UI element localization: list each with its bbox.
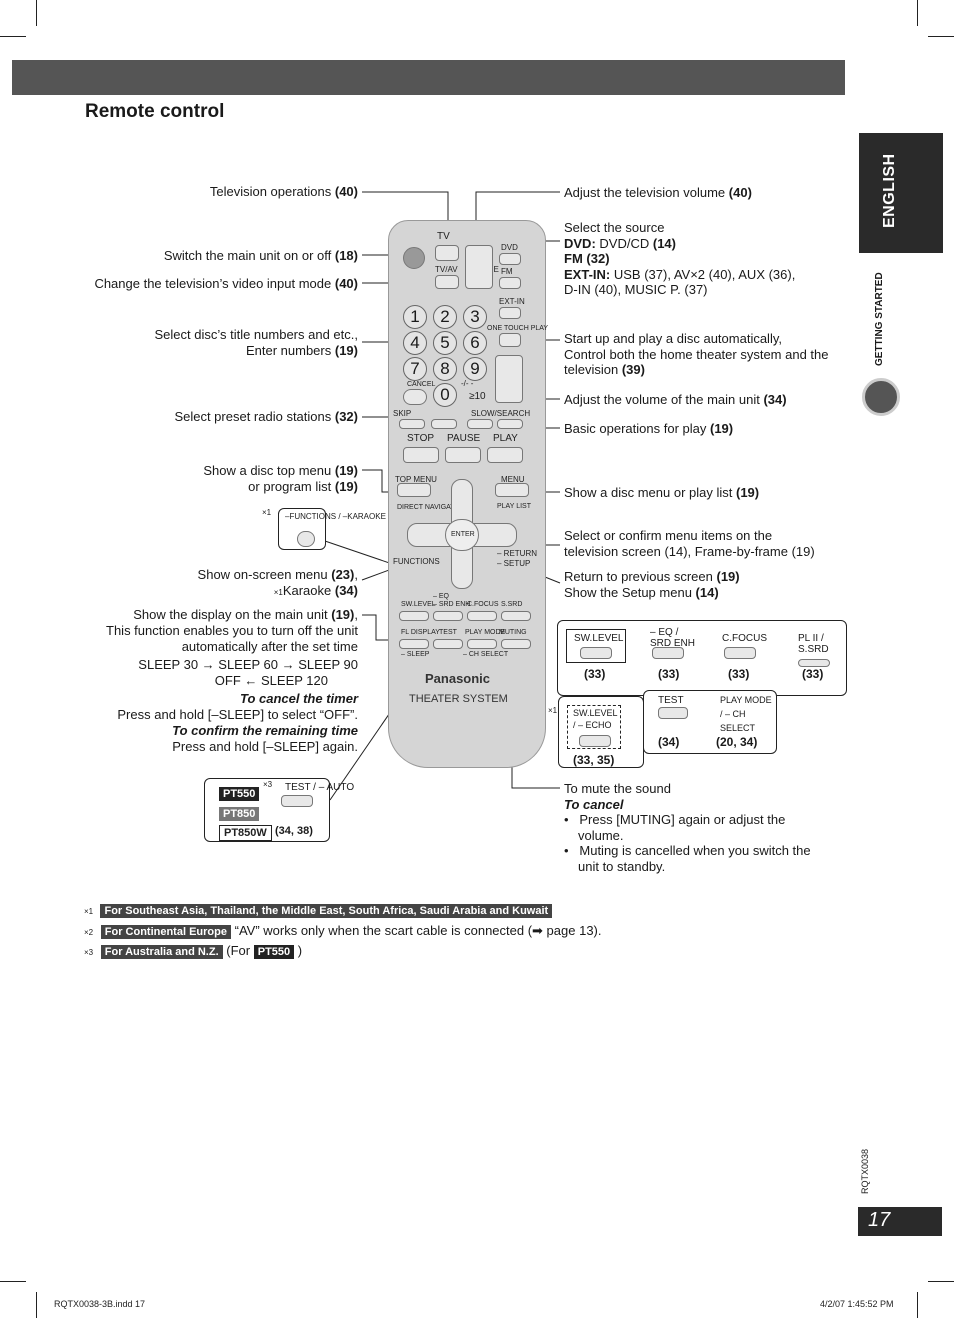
label-preset: Select preset radio stations (32) [174,409,358,424]
sw-level-button[interactable] [399,611,429,621]
slow-back-button[interactable] [467,419,493,429]
digit-6-button[interactable]: 6 [463,331,487,355]
skip-back-button[interactable] [399,419,425,429]
power-button[interactable] [403,247,425,269]
header-bar [12,60,845,95]
label-volume: Adjust the volume of the main unit (34) [564,392,787,407]
remote-icon [862,378,900,416]
label-muting: To mute the sound To cancel • Press [MUT… [564,781,811,874]
echo-inset: SW.LEVEL / – ECHO (33, 35) [558,696,644,768]
functions-inset: –FUNCTIONS / –KARAOKE [278,508,386,550]
label-return: Return to previous screen (19)Show the S… [564,569,740,600]
label-source: Select the source DVD: DVD/CD (14) FM (3… [564,220,796,297]
label-power: Switch the main unit on or off (18) [163,248,358,263]
digit-8-button[interactable]: 8 [433,357,457,381]
menu-button[interactable] [495,483,529,497]
top-menu-button[interactable] [397,483,431,497]
digit-1-button[interactable]: 1 [403,305,427,329]
muting-button[interactable] [501,639,531,649]
play-mode-button[interactable] [467,639,497,649]
label-menu: Show a disc menu or play list (19) [564,485,760,500]
pause-button[interactable] [445,447,481,463]
sound-inset: SW.LEVEL – EQ / SRD ENH C.FOCUS PL II / … [557,620,847,696]
print-footer-right: 4/2/07 1:45:52 PM [820,1299,894,1309]
doc-code: RQTX0038 [860,1148,870,1194]
test-playmode-inset: TEST PLAY MODE / – CH SELECT (34) (20, 3… [643,690,777,754]
dvd-button[interactable] [499,253,521,265]
tv-power-button[interactable] [435,245,459,261]
test-button[interactable] [433,639,463,649]
digit-7-button[interactable]: 7 [403,357,427,381]
digit-0-button[interactable]: 0 [433,383,457,407]
one-touch-play-button[interactable] [499,333,521,347]
tv-av-button[interactable] [435,275,459,289]
srd-enh-button[interactable] [433,611,463,621]
test-auto-button[interactable] [281,795,313,807]
cancel-button[interactable] [403,389,427,405]
ext-in-button[interactable] [499,307,521,319]
digit-5-button[interactable]: 5 [433,331,457,355]
page-number: 17 [858,1207,942,1236]
label-one-touch: Start up and play a disc automatically, … [564,331,829,377]
test-inset: PT550 PT850 PT850W ×3 TEST / – AUTO (34,… [204,778,354,842]
footnote-3: ×3 For Australia and N.Z. (For PT550 ) [84,943,303,959]
label-tv-volume: Adjust the television volume (40) [564,185,752,200]
digit-3-button[interactable]: 3 [463,305,487,329]
label-numbers: Select disc’s title numbers and etc.,Ent… [154,327,358,358]
play-button[interactable] [487,447,523,463]
tv-volume-button[interactable] [465,245,493,289]
s-srd-button[interactable] [501,611,531,621]
footnote-2: ×2 For Continental Europe “AV” works onl… [84,923,602,939]
stop-button[interactable] [403,447,439,463]
label-onscreen: Show on-screen menu (23),×1Karaoke (34) [197,567,358,598]
label-tv-operations: Television operations (40) [209,184,358,199]
digit-4-button[interactable]: 4 [403,331,427,355]
print-footer-left: RQTX0038-3B.indd 17 [54,1299,146,1309]
label-top-menu: Show a disc top menu (19)or program list… [203,463,358,494]
digit-2-button[interactable]: 2 [433,305,457,329]
skip-forward-button[interactable] [431,419,457,429]
label-display: Show the display on the main unit (19), … [106,607,358,754]
enter-button[interactable] [445,519,479,551]
footnote-1: ×1 For Southeast Asia, Thailand, the Mid… [84,903,553,918]
language-tab: ENGLISH [859,133,943,253]
remote-control-illustration: TV TV/AV VOLUME DVD FM EXT-IN ONE TOUCH … [388,220,548,768]
c-focus-button[interactable] [467,611,497,621]
digit-9-button[interactable]: 9 [463,357,487,381]
section-title: Remote control [85,101,225,122]
label-basic: Basic operations for play (19) [564,421,734,436]
fm-button[interactable] [499,277,521,289]
slow-forward-button[interactable] [497,419,523,429]
fl-display-button[interactable] [399,639,429,649]
label-tv-input: Change the television’s video input mode… [94,276,358,291]
functions-karaoke-button[interactable] [297,531,315,547]
brand-logo: Panasonic [425,671,491,686]
volume-button[interactable] [495,355,523,403]
